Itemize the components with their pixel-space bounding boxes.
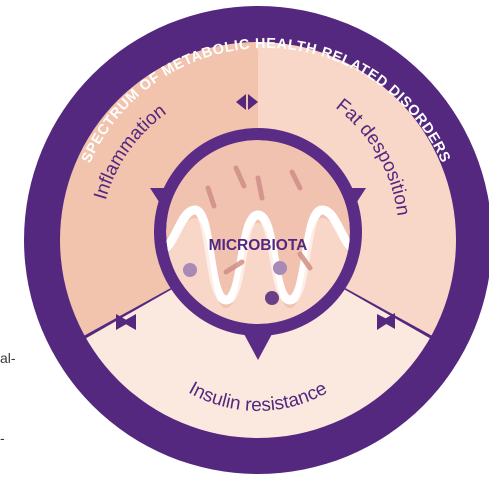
edge-text-fragment: al- [0,350,16,366]
microbe-dot-icon [265,291,279,305]
microbe-icon [297,251,313,271]
microbe-icon [255,175,265,201]
center-label: MICROBIOTA [209,237,308,254]
microbe-icon [205,185,217,209]
microbe-icon [223,259,245,275]
triangle-arrow-icon [244,334,272,360]
double-arrow-icon [116,314,136,330]
double-arrow-icon [377,313,395,330]
microbe-dot-icon [273,261,287,275]
microbe-dot-icon [183,263,197,277]
triangle-arrow-icon [340,188,366,208]
edge-text-fragment: - [0,430,5,446]
microbe-icon [233,165,247,189]
triangle-arrow-icon [150,188,176,208]
gut-illustration [166,140,350,324]
double-arrow-icon [236,94,258,110]
microbe-icon [289,169,303,191]
